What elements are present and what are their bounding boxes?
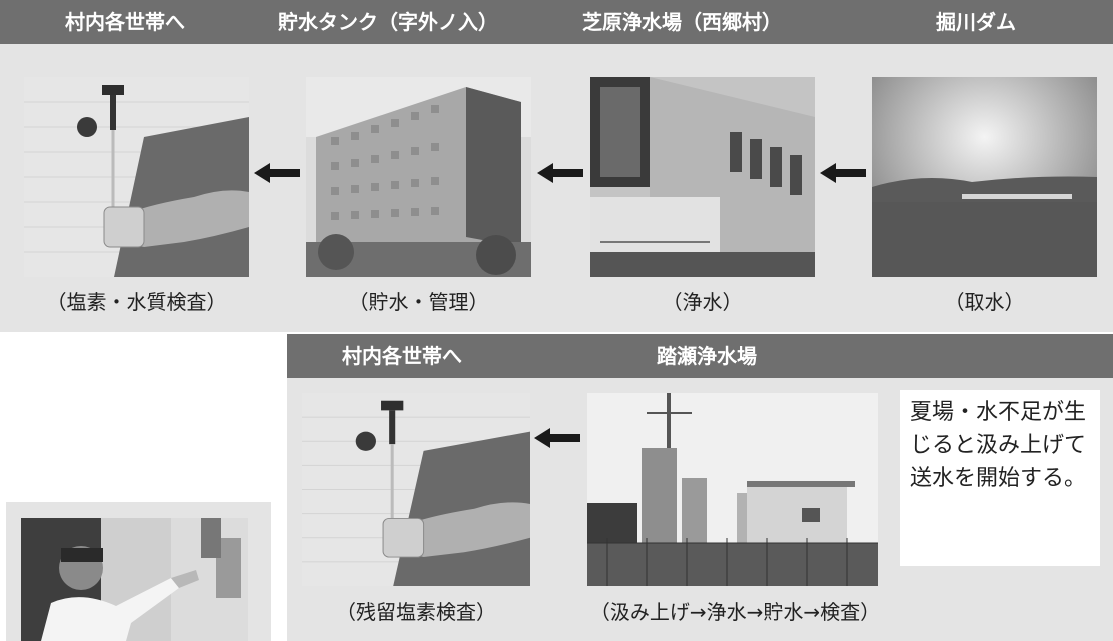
caption-chlorine-quality: （塩素・水質検査） [46,290,227,314]
header-households: 村内各世帯へ [65,10,185,34]
header-fumise-plant: 踏瀬浄水場 [657,344,757,368]
left-arrow-icon [254,163,300,183]
caption-residual-chlorine: （残留塩素検査） [336,600,496,624]
caption-storage-management: （貯水・管理） [348,290,489,314]
header-horikawa-dam: 掘川ダム [936,10,1016,34]
left-arrow-icon [537,163,583,183]
dam-photo [872,77,1097,277]
header-storage-tank: 貯水タンク（字外ノ入） [278,10,498,34]
fumise-plant-photo [587,393,878,586]
purification-plant-photo [590,77,815,277]
faucet-photo [24,77,249,277]
faucet-photo [302,393,530,586]
header-shibahara-plant: 芝原浄水場（西郷村） [582,10,782,34]
summer-shortage-note: 夏場・水不足が生じると汲み上げて送水を開始する。 [900,390,1100,566]
caption-intake: （取水） [944,290,1025,314]
bottom-header-bar: 村内各世帯へ 踏瀬浄水場 [287,334,1113,378]
caption-purification: （浄水） [662,290,743,314]
left-arrow-icon [820,163,866,183]
caption-pump-process: （汲み上げ→浄水→貯水→検査） [589,600,881,624]
person-pointing-photo [21,518,248,641]
header-households: 村内各世帯へ [342,344,462,368]
storage-tank-photo [306,77,531,277]
top-header-bar: 村内各世帯へ 貯水タンク（字外ノ入） 芝原浄水場（西郷村） 掘川ダム [0,0,1113,44]
left-arrow-icon [534,428,580,448]
